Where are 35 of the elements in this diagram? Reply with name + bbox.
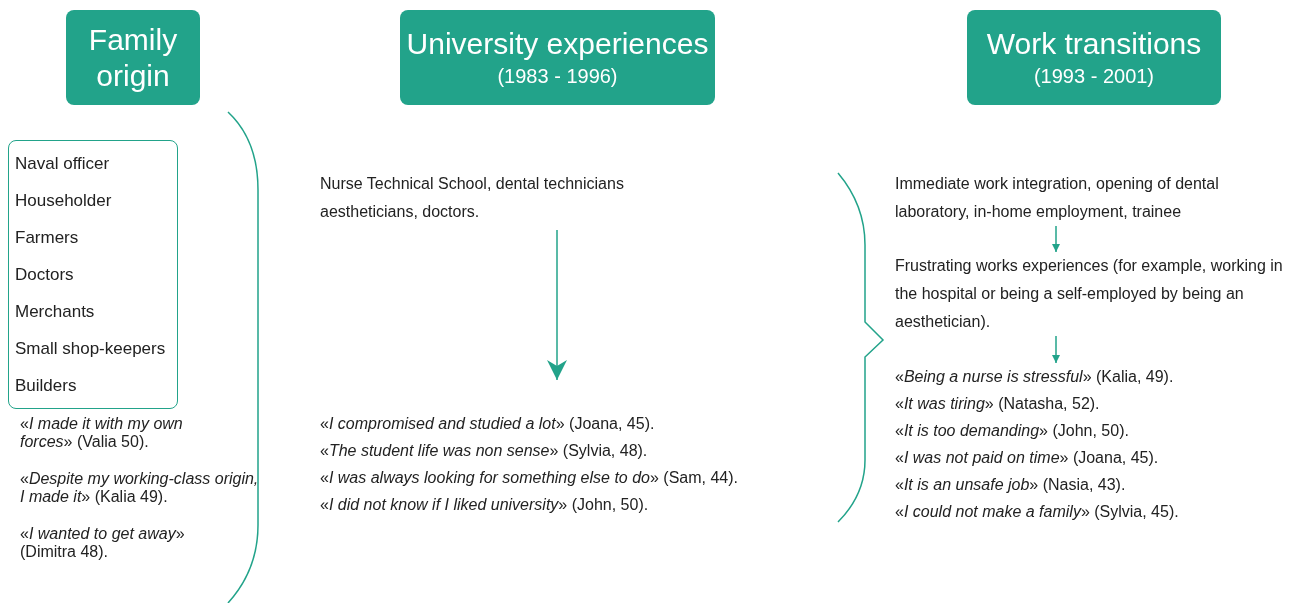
header-title: University experiences (406, 25, 709, 62)
occupation-text: Merchants (15, 301, 96, 323)
quote-text: «I was always looking for something else to do» (Sam, 44). (320, 468, 739, 488)
date-range: (1993 - 2001) (1033, 63, 1155, 89)
quote-text: «I made it with my own forces» (Valia 50). (20, 415, 184, 451)
arrow (1052, 335, 1060, 364)
occupation-text: Naval officer (15, 153, 111, 175)
quote-text: «I compromised and studied a lot» (Joana, 45). (320, 414, 656, 434)
quote-text: «The student life was non sense» (Sylvia, 48). (320, 441, 649, 461)
header-box (66, 10, 200, 105)
arrow (547, 229, 567, 381)
quote-text: «I could not make a family» (Sylvia, 45). (895, 502, 1180, 522)
header-box (967, 10, 1221, 105)
quote-text: «I was not paid on time» (Joana, 45). (895, 448, 1160, 468)
quote-text: «It is an unsafe job» (Nasia, 43). (895, 475, 1127, 495)
occupation-text: Small shop-keepers (15, 338, 167, 360)
description-text: Nurse Technical School, dental technicians aestheticians, doctors. (320, 174, 625, 222)
header-title: Family origin (87, 21, 179, 94)
occupation-text: Farmers (15, 227, 80, 249)
occupation-list-box (8, 140, 178, 409)
header-box (400, 10, 715, 105)
occupation-text: Doctors (15, 264, 75, 286)
quote-text: «Despite my working-class origin, I made it» (Kalia 49). (20, 470, 260, 506)
arrow (1052, 225, 1060, 253)
date-range: (1983 - 1996) (497, 63, 618, 89)
quote-text: «I wanted to get away» (Dimitra 48). (20, 525, 186, 561)
quote-text: «I did not know if I liked university» (John, 50). (320, 495, 650, 515)
description-text: Immediate work integration, opening of dental laboratory, in-home employment, trainee (895, 174, 1220, 222)
occupation-text: Builders (15, 375, 78, 397)
quote-text: «Being a nurse is stressful» (Kalia, 49). (895, 367, 1175, 387)
description-text: Frustrating works experiences (for example, working in the hospital or being a self-employed by being an aesthetician). (895, 256, 1284, 332)
quote-text: «It was tiring» (Natasha, 52). (895, 394, 1101, 414)
quote-text: «It is too demanding» (John, 50). (895, 421, 1130, 441)
occupation-text: Householder (15, 190, 113, 212)
header-title: Work transitions (986, 25, 1202, 62)
